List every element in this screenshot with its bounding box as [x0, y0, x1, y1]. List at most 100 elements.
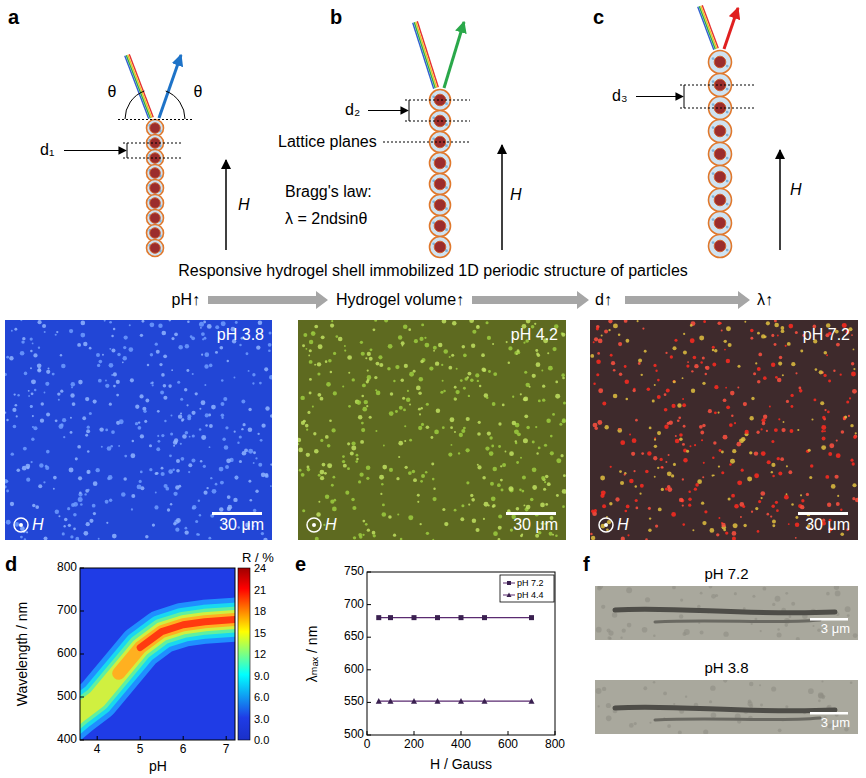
figure-art — [822, 437, 826, 441]
figure-art — [700, 592, 703, 595]
figure-art — [827, 503, 831, 507]
figure-art — [191, 411, 195, 415]
scale-bar — [506, 512, 556, 515]
figure-art — [351, 446, 356, 451]
flow-step: pH↑ — [172, 291, 200, 309]
figure-art — [754, 451, 758, 455]
figure-art — [475, 373, 479, 377]
figure-art — [619, 373, 622, 376]
figure-art — [374, 320, 377, 322]
figure-art — [800, 350, 803, 353]
figure-art — [221, 321, 226, 326]
figure-art — [653, 456, 657, 460]
figure-art — [708, 409, 712, 413]
figure-art — [80, 568, 84, 569]
figure-art — [22, 337, 25, 340]
figure-art — [168, 469, 173, 474]
scale-label: 30 μm — [219, 516, 264, 534]
figure-art — [420, 360, 424, 364]
figure-art — [771, 463, 775, 467]
figure-art — [848, 415, 850, 417]
figure-art — [158, 324, 162, 328]
figure-art — [414, 731, 415, 735]
figure-art — [772, 603, 775, 606]
figure-art — [166, 91, 185, 119]
figure-art — [331, 484, 334, 487]
figure-art — [626, 398, 629, 401]
field-symbol — [599, 518, 613, 532]
figure-art — [302, 509, 305, 512]
figure-art — [300, 396, 304, 400]
figure-art — [667, 485, 671, 489]
figure-art — [376, 391, 381, 396]
figure-art — [694, 364, 698, 368]
figure-art — [257, 433, 259, 435]
figure-art — [648, 529, 651, 532]
figure-art — [150, 382, 152, 384]
figure-art — [113, 372, 117, 376]
figure-art — [408, 328, 411, 331]
figure-art — [821, 430, 824, 433]
figure-art — [140, 471, 143, 474]
figure-art — [188, 463, 192, 467]
figure-art — [199, 408, 201, 410]
figure-art — [46, 412, 50, 416]
figure-art — [550, 435, 553, 438]
figure-art — [471, 344, 475, 348]
magnetic-core — [714, 171, 726, 183]
figure-art — [180, 398, 183, 401]
figure-art — [403, 408, 406, 411]
figure-art — [331, 428, 335, 432]
flow-arrow — [625, 291, 750, 309]
data-marker — [482, 615, 487, 620]
figure-art — [634, 722, 637, 725]
caption-line: Responsive hydrogel shell immobilized 1D… — [178, 262, 688, 280]
incident-light — [698, 7, 714, 50]
figure-art — [836, 453, 841, 458]
figure-art — [817, 628, 821, 632]
figure-art — [769, 405, 771, 407]
figure-art — [268, 343, 272, 347]
figure-art — [92, 504, 96, 508]
figure-art — [730, 459, 735, 464]
figure-art — [119, 419, 124, 424]
figure-art — [771, 440, 774, 443]
figure-art — [419, 337, 423, 341]
figure-art — [850, 681, 853, 684]
figure-art — [158, 440, 161, 443]
condition-label: pH 3.8 — [217, 326, 264, 344]
figure-art — [198, 499, 200, 501]
figure-art — [788, 324, 793, 329]
figure-art — [757, 332, 760, 335]
figure-art — [837, 495, 839, 497]
figure-art — [725, 387, 727, 389]
figure-art — [44, 331, 46, 333]
figure-art — [55, 510, 59, 514]
figure-art — [220, 481, 224, 485]
figure-art — [239, 460, 242, 463]
figure-art — [305, 348, 307, 350]
figure-art — [635, 419, 638, 422]
figure-art — [813, 398, 816, 401]
figure-art — [123, 477, 127, 481]
figure-art — [301, 473, 305, 477]
tick-label: 6 — [180, 743, 187, 757]
figure-art — [233, 498, 237, 502]
lattice-line — [123, 158, 183, 159]
tick-label: 400 — [451, 738, 471, 752]
figure-art — [666, 388, 670, 392]
figure-art — [309, 340, 313, 344]
figure-art — [124, 455, 127, 458]
figure-art — [140, 334, 143, 337]
figure-art — [550, 451, 554, 455]
figure-art — [169, 454, 172, 457]
figure-art — [620, 637, 622, 639]
figure-art — [660, 466, 663, 469]
figure-art — [798, 386, 801, 389]
figure-art — [751, 623, 753, 625]
figure-art — [367, 637, 371, 638]
figure-art — [204, 337, 207, 340]
figure-art — [500, 479, 503, 482]
figure-art — [546, 419, 550, 423]
figure-art — [712, 149, 715, 152]
